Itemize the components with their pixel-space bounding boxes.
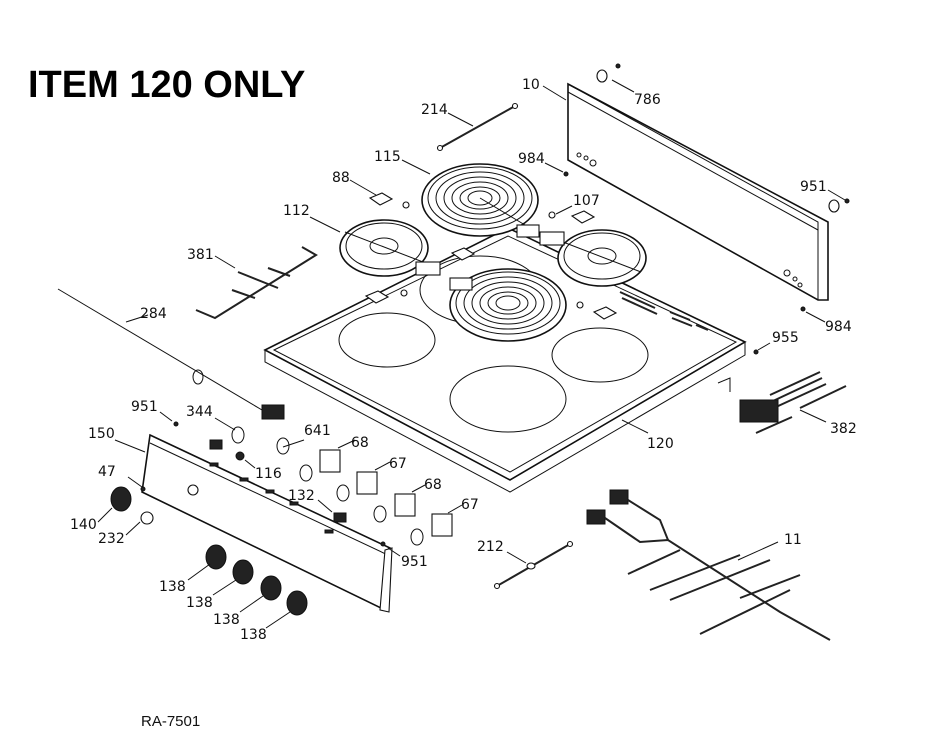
knobs [110,486,308,616]
mounting-pads [364,192,618,320]
callout-67-b: 67 [461,497,479,513]
callout-786: 786 [634,92,661,108]
harness-11 [586,489,831,641]
callout-10: 10 [522,77,540,93]
diagram-title: ITEM 120 ONLY [28,64,306,106]
callout-951-c: 951 [401,554,428,570]
callout-115: 115 [374,149,401,165]
radiant-element-112 [339,219,441,277]
backguard-panel [567,82,829,301]
callout-955: 955 [772,330,799,346]
callout-labels: 10 786 214 984 115 88 107 951 112 381 98… [70,77,857,643]
callout-344: 344 [186,404,213,420]
callout-120: 120 [647,436,674,452]
callout-232: 232 [98,531,125,547]
callout-88: 88 [332,170,350,186]
callout-214: 214 [421,102,448,118]
callout-381: 381 [187,247,214,263]
callout-284: 284 [140,306,167,322]
vent-slots [619,291,709,331]
rod-214 [436,102,519,152]
radiant-element-center [449,268,567,342]
callout-138-c: 138 [213,612,240,628]
callout-984: 984 [518,151,545,167]
radiant-element-right [539,229,647,287]
callout-951: 951 [800,179,827,195]
callout-68: 68 [351,435,369,451]
callout-641: 641 [304,423,331,439]
callout-150: 150 [88,426,115,442]
callout-212: 212 [477,539,504,555]
diagram-code: RA-7501 [141,713,201,730]
callout-138-a: 138 [159,579,186,595]
infinite-switches [209,426,453,546]
callout-112: 112 [283,203,310,219]
callout-116: 116 [255,466,282,482]
callout-138-d: 138 [240,627,267,643]
callout-68-b: 68 [424,477,442,493]
leader-lines [97,79,846,629]
callout-138-b: 138 [186,595,213,611]
wire-284 [57,288,285,420]
callout-140: 140 [70,517,97,533]
callout-47: 47 [98,464,116,480]
radiant-element-115 [421,163,540,238]
callout-951-b: 951 [131,399,158,415]
callout-984-b: 984 [825,319,852,335]
callout-382: 382 [830,421,857,437]
callout-107: 107 [573,193,600,209]
wire-381 [195,246,318,320]
callout-67: 67 [389,456,407,472]
fasteners [140,63,850,547]
callout-11: 11 [784,532,802,548]
callout-132: 132 [288,488,315,504]
control-panel-150 [141,433,393,613]
rod-212 [493,540,574,590]
harness-382 [739,371,847,434]
